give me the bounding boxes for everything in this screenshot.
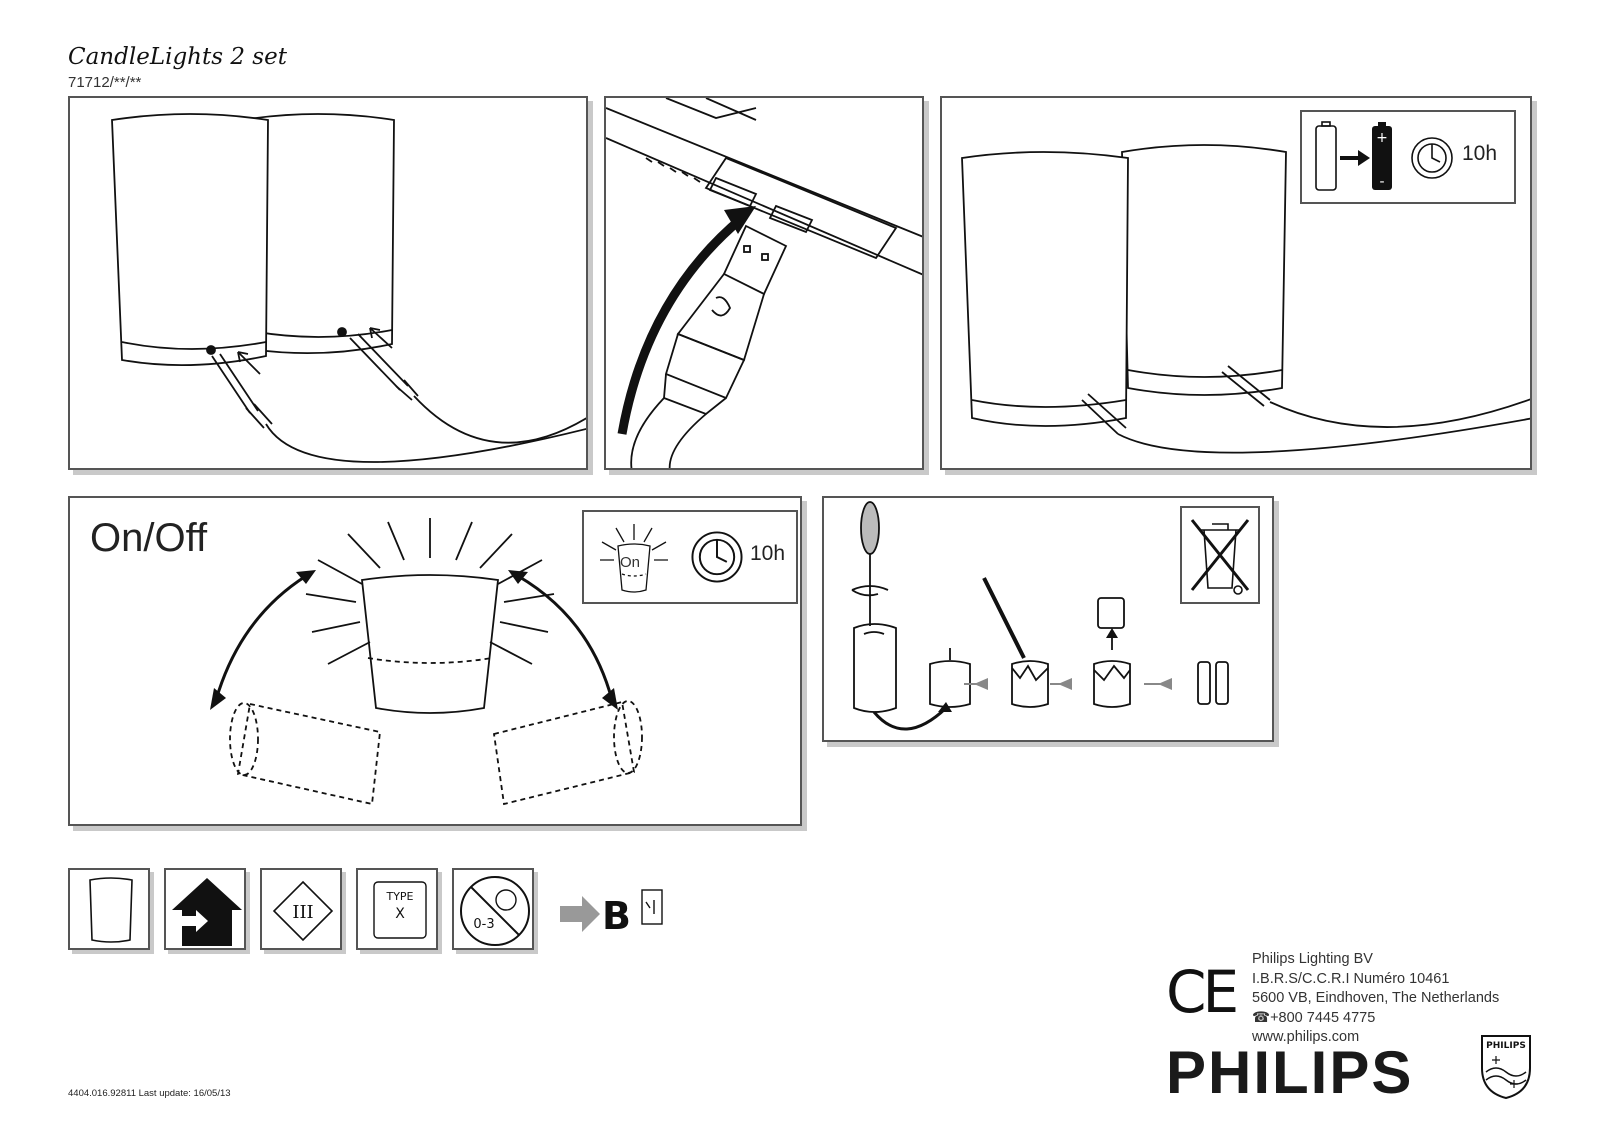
on-time-box: On 10h xyxy=(582,510,798,604)
company-phone: +800 7445 4775 xyxy=(1270,1009,1376,1026)
indoor-use-icon xyxy=(164,868,246,950)
charging-illustration xyxy=(961,144,1530,454)
philips-wordmark: PHILIPS xyxy=(1166,1039,1414,1106)
candle-product-icon xyxy=(68,868,150,950)
company-registry: I.B.R.S/C.C.R.I Numéro 10461 xyxy=(1252,970,1450,987)
charge-duration: 10h xyxy=(1462,142,1498,165)
document-code: 4404.016.92811 Last update: 16/05/13 xyxy=(68,1088,231,1099)
weee-bin-box xyxy=(1180,506,1260,604)
phone-icon: ☎ xyxy=(1252,1009,1271,1026)
company-name: Philips Lighting BV xyxy=(1252,951,1373,967)
panel-battery-disposal xyxy=(822,496,1274,742)
panel-usb-laptop xyxy=(604,96,924,470)
candle-on-label: On xyxy=(620,554,641,571)
see-section-b: B xyxy=(560,889,663,938)
arrow-right-icon xyxy=(560,896,600,932)
shield-text: PHILIPS xyxy=(1486,1041,1526,1051)
battery-icon: + - xyxy=(1315,121,1392,191)
model-number: 71712/**/** xyxy=(68,74,142,91)
svg-text:+: + xyxy=(1376,130,1388,146)
type-mark: X xyxy=(395,906,405,922)
candles-cable-illustration xyxy=(111,113,586,463)
usb-laptop-illustration xyxy=(606,98,922,468)
section-ref: B xyxy=(602,894,631,938)
timer-icon xyxy=(1411,137,1453,179)
timer-icon xyxy=(691,531,743,583)
transformer-type-icon: TYPE X xyxy=(356,868,438,950)
panel-connect-candles xyxy=(68,96,588,470)
document-title: CandleLights 2 set xyxy=(68,44,287,70)
candle-on-icon xyxy=(600,524,668,593)
philips-shield-logo: PHILIPS xyxy=(1481,1035,1531,1100)
class-iii-label: III xyxy=(292,902,313,923)
charge-time-box: + - 10h xyxy=(1300,110,1516,204)
tilt-switch-illustration xyxy=(210,518,643,806)
type-label: TYPE xyxy=(385,890,413,903)
age-label: 0-3 xyxy=(473,917,494,932)
panel-charging: + - 10h xyxy=(940,96,1532,470)
on-off-label: On/Off xyxy=(90,516,208,560)
on-duration: 10h xyxy=(750,542,786,565)
company-city: 5600 VB, Eindhoven, The Netherlands xyxy=(1252,990,1500,1006)
not-for-children-icon: 0-3 xyxy=(452,868,534,950)
company-web: www.philips.com xyxy=(1252,1029,1360,1045)
manual-icon xyxy=(641,889,663,925)
svg-text:-: - xyxy=(1379,174,1384,190)
class-iii-icon: III xyxy=(260,868,342,950)
panel-on-off: On/Off On xyxy=(68,496,802,826)
company-address: Philips Lighting BV I.B.R.S/C.C.R.I Numé… xyxy=(1252,950,1499,1048)
crossed-bin-icon xyxy=(1190,519,1250,595)
company-phone-row: ☎+800 7445 4775 xyxy=(1252,1009,1499,1029)
battery-removal-illustration xyxy=(851,501,1229,731)
ce-mark: CE xyxy=(1166,958,1239,1026)
